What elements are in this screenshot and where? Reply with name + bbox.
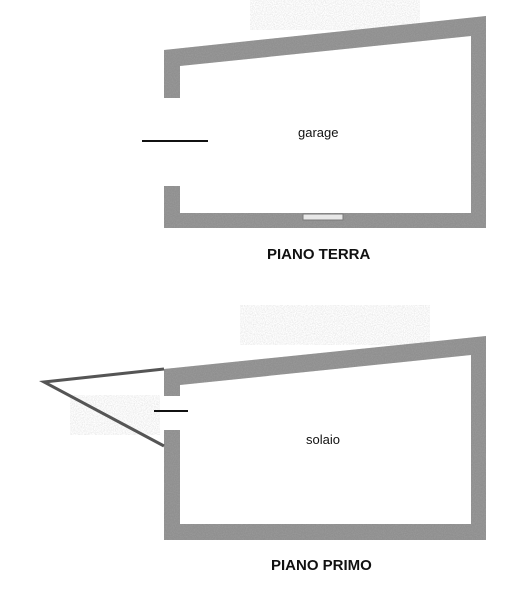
room-label-garage: garage [298,125,339,140]
ground-floor-plan [142,16,486,228]
first-floor-door-opening [162,396,182,430]
scan-noise [70,0,430,435]
ground-floor-vent [302,213,344,221]
first-floor-external-wedge [38,367,165,448]
first-floor-plan [38,336,486,540]
floor-title-ground: PIANO TERRA [267,246,371,263]
floor-title-first: PIANO PRIMO [271,557,372,574]
room-label-attic: solaio [306,432,340,447]
